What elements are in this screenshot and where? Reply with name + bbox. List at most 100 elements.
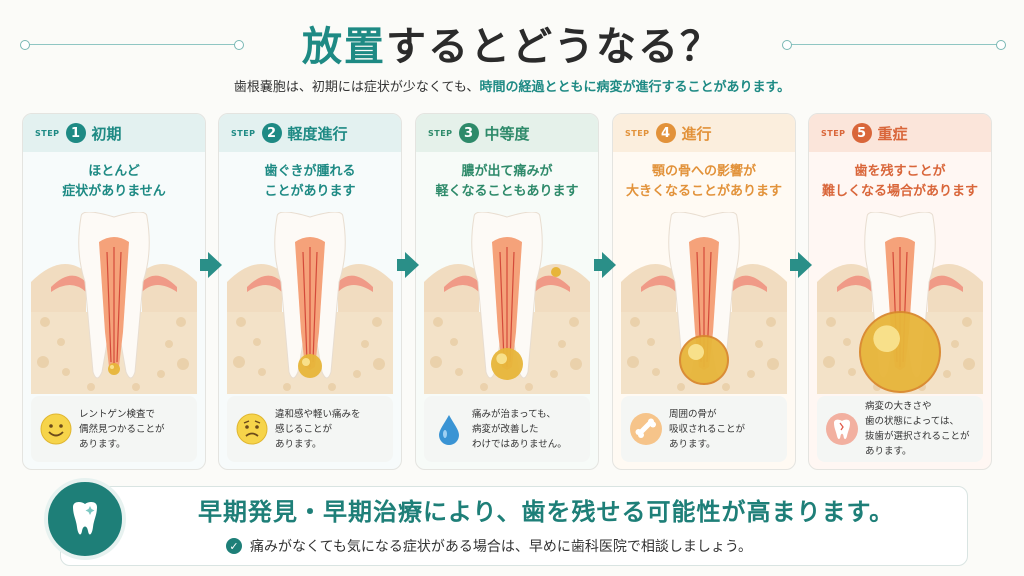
note-line: 感じることが [275,423,333,435]
bottom-main-message: 早期発見・早期治療により、歯を残せる可能性が高まります。 [198,492,895,527]
step-card-1: STEP 1 初期 ほとんど 症状がありません [22,113,206,470]
bottom-sub-text: 痛みがなくても気になる症状がある場合は、早めに歯科医院で相談しましょう。 [250,539,753,555]
step-label: STEP [821,128,846,138]
step-card-3: STEP 3 中等度 膿が出て痛みが 軽くなることもあります [415,113,599,470]
bone-icon [629,412,663,446]
note-line: 病変が改善した [472,423,539,435]
tooth-cross-section-illustration [424,212,590,394]
check-icon: ✓ [226,538,242,554]
step-label: STEP [231,128,256,138]
step-card-5: STEP 5 重症 歯を残すことが 難しくなる場合があります [808,113,992,470]
step-note: 違和感や軽い痛みを 感じることが あります。 [227,396,393,462]
title-decor-dot [20,40,30,50]
note-line: 周囲の骨が [669,408,717,420]
bottom-sub-message: ✓ 痛みがなくても気になる症状がある場合は、早めに歯科医院で相談しましょう。 [226,536,752,556]
bottom-main-text: 早期発見・早期治療により、歯を残せる可能性が高まります。 [198,498,895,526]
step-number: 2 [261,123,282,143]
title-area: 放置するとどうなる？ [0,14,1024,70]
note-line: あります。 [275,438,322,450]
page-title: 放置するとどうなる？ [0,14,1024,72]
step-number: 1 [65,123,86,143]
subtitle-highlight: 時間の経過とともに病変が進行することがあります。 [479,80,791,95]
step-description: 膿が出て痛みが 軽くなることもあります [416,162,598,204]
note-line: わけではありません。 [472,438,567,450]
step-note: レントゲン検査で 偶然見つかることが あります。 [31,396,197,462]
step-description: 歯を残すことが 難しくなる場合があります [809,162,991,204]
step-header: STEP 4 進行 [613,114,795,152]
title-decor-line-left [24,44,238,45]
step-desc-line: 顎の骨への影響が [651,164,756,179]
note-line: 違和感や軽い痛みを [275,408,361,420]
note-line: 痛みが治まっても、 [472,408,556,420]
note-line: あります。 [865,446,912,457]
step-description: 顎の骨への影響が 大きくなることがあります [613,162,795,204]
step-note-text: 違和感や軽い痛みを 感じることが あります。 [275,407,361,452]
step-name: 重症 [877,124,908,143]
note-line: レントゲン検査で [79,408,156,420]
tooth-badge-icon [44,478,126,560]
step-desc-line: 歯を残すことが [854,164,946,179]
smile-icon [39,412,73,446]
step-card-2: STEP 2 軽度進行 歯ぐきが腫れる ことがあります [218,113,402,470]
step-note-text: レントゲン検査で 偶然見つかることが あります。 [79,407,165,452]
step-header: STEP 5 重症 [809,114,991,152]
tooth-cross-section-illustration [227,212,393,394]
step-desc-line: 大きくなることがあります [625,184,782,199]
step-arrow-icon [200,252,222,278]
step-number: 4 [655,123,676,143]
note-line: 抜歯が選択されることが [865,431,970,442]
worried-face-icon [235,412,269,446]
step-note: 病変の大きさや 歯の状態によっては、 抜歯が選択されることが あります。 [817,396,983,462]
note-line: 歯の状態によっては、 [865,416,960,427]
bottom-banner [60,486,968,566]
step-label: STEP [35,128,60,138]
title-rest: するとどうなる？ [386,24,722,70]
step-desc-line: ことがあります [264,184,356,199]
step-name: 進行 [681,124,712,143]
step-desc-line: 難しくなる場合があります [821,184,978,199]
step-number: 3 [458,123,479,143]
step-header: STEP 2 軽度進行 [219,114,401,152]
tooth-icon [825,412,859,446]
note-line: 吸収されることが [669,423,746,435]
step-note: 痛みが治まっても、 病変が改善した わけではありません。 [424,396,590,462]
step-description: 歯ぐきが腫れる ことがあります [219,162,401,204]
step-note-text: 痛みが治まっても、 病変が改善した わけではありません。 [472,407,567,452]
step-header: STEP 1 初期 [23,114,205,152]
step-arrow-icon [594,252,616,278]
note-line: あります。 [669,438,716,450]
step-note-text: 周囲の骨が 吸収されることが あります。 [669,407,745,452]
title-decor-dot [234,40,244,50]
step-label: STEP [625,128,650,138]
step-name: 初期 [91,124,122,143]
step-number: 5 [851,123,872,143]
tooth-cross-section-illustration [621,212,787,394]
title-decor-dot [782,40,792,50]
title-highlight: 放置 [302,24,386,70]
step-note-text: 病変の大きさや 歯の状態によっては、 抜歯が選択されることが あります。 [865,399,970,459]
step-description: ほとんど 症状がありません [23,162,205,204]
note-line: 偶然見つかることが [79,423,165,435]
step-desc-line: 症状がありません [62,184,166,199]
title-decor-line-right [786,44,1000,45]
droplet-icon [432,412,466,446]
step-name: 軽度進行 [287,124,348,143]
tooth-cross-section-illustration [817,212,983,394]
step-name: 中等度 [484,124,530,143]
step-header: STEP 3 中等度 [416,114,598,152]
note-line: あります。 [79,438,126,450]
step-desc-line: ほとんど [88,164,140,179]
step-desc-line: 膿が出て痛みが [461,164,553,179]
step-arrow-icon [397,252,419,278]
subtitle: 歯根嚢胞は、初期には症状が少なくても、時間の経過とともに病変が進行することがあり… [0,76,1024,95]
step-arrow-icon [790,252,812,278]
note-line: 病変の大きさや [865,401,932,412]
title-decor-dot [996,40,1006,50]
step-note: 周囲の骨が 吸収されることが あります。 [621,396,787,462]
step-desc-line: 歯ぐきが腫れる [264,164,356,179]
step-label: STEP [428,128,453,138]
step-card-4: STEP 4 進行 顎の骨への影響が 大きくなることがあります [612,113,796,470]
subtitle-text: 歯根嚢胞は、初期には症状が少なくても、 [233,80,480,95]
step-desc-line: 軽くなることもあります [435,184,579,199]
tooth-cross-section-illustration [31,212,197,394]
